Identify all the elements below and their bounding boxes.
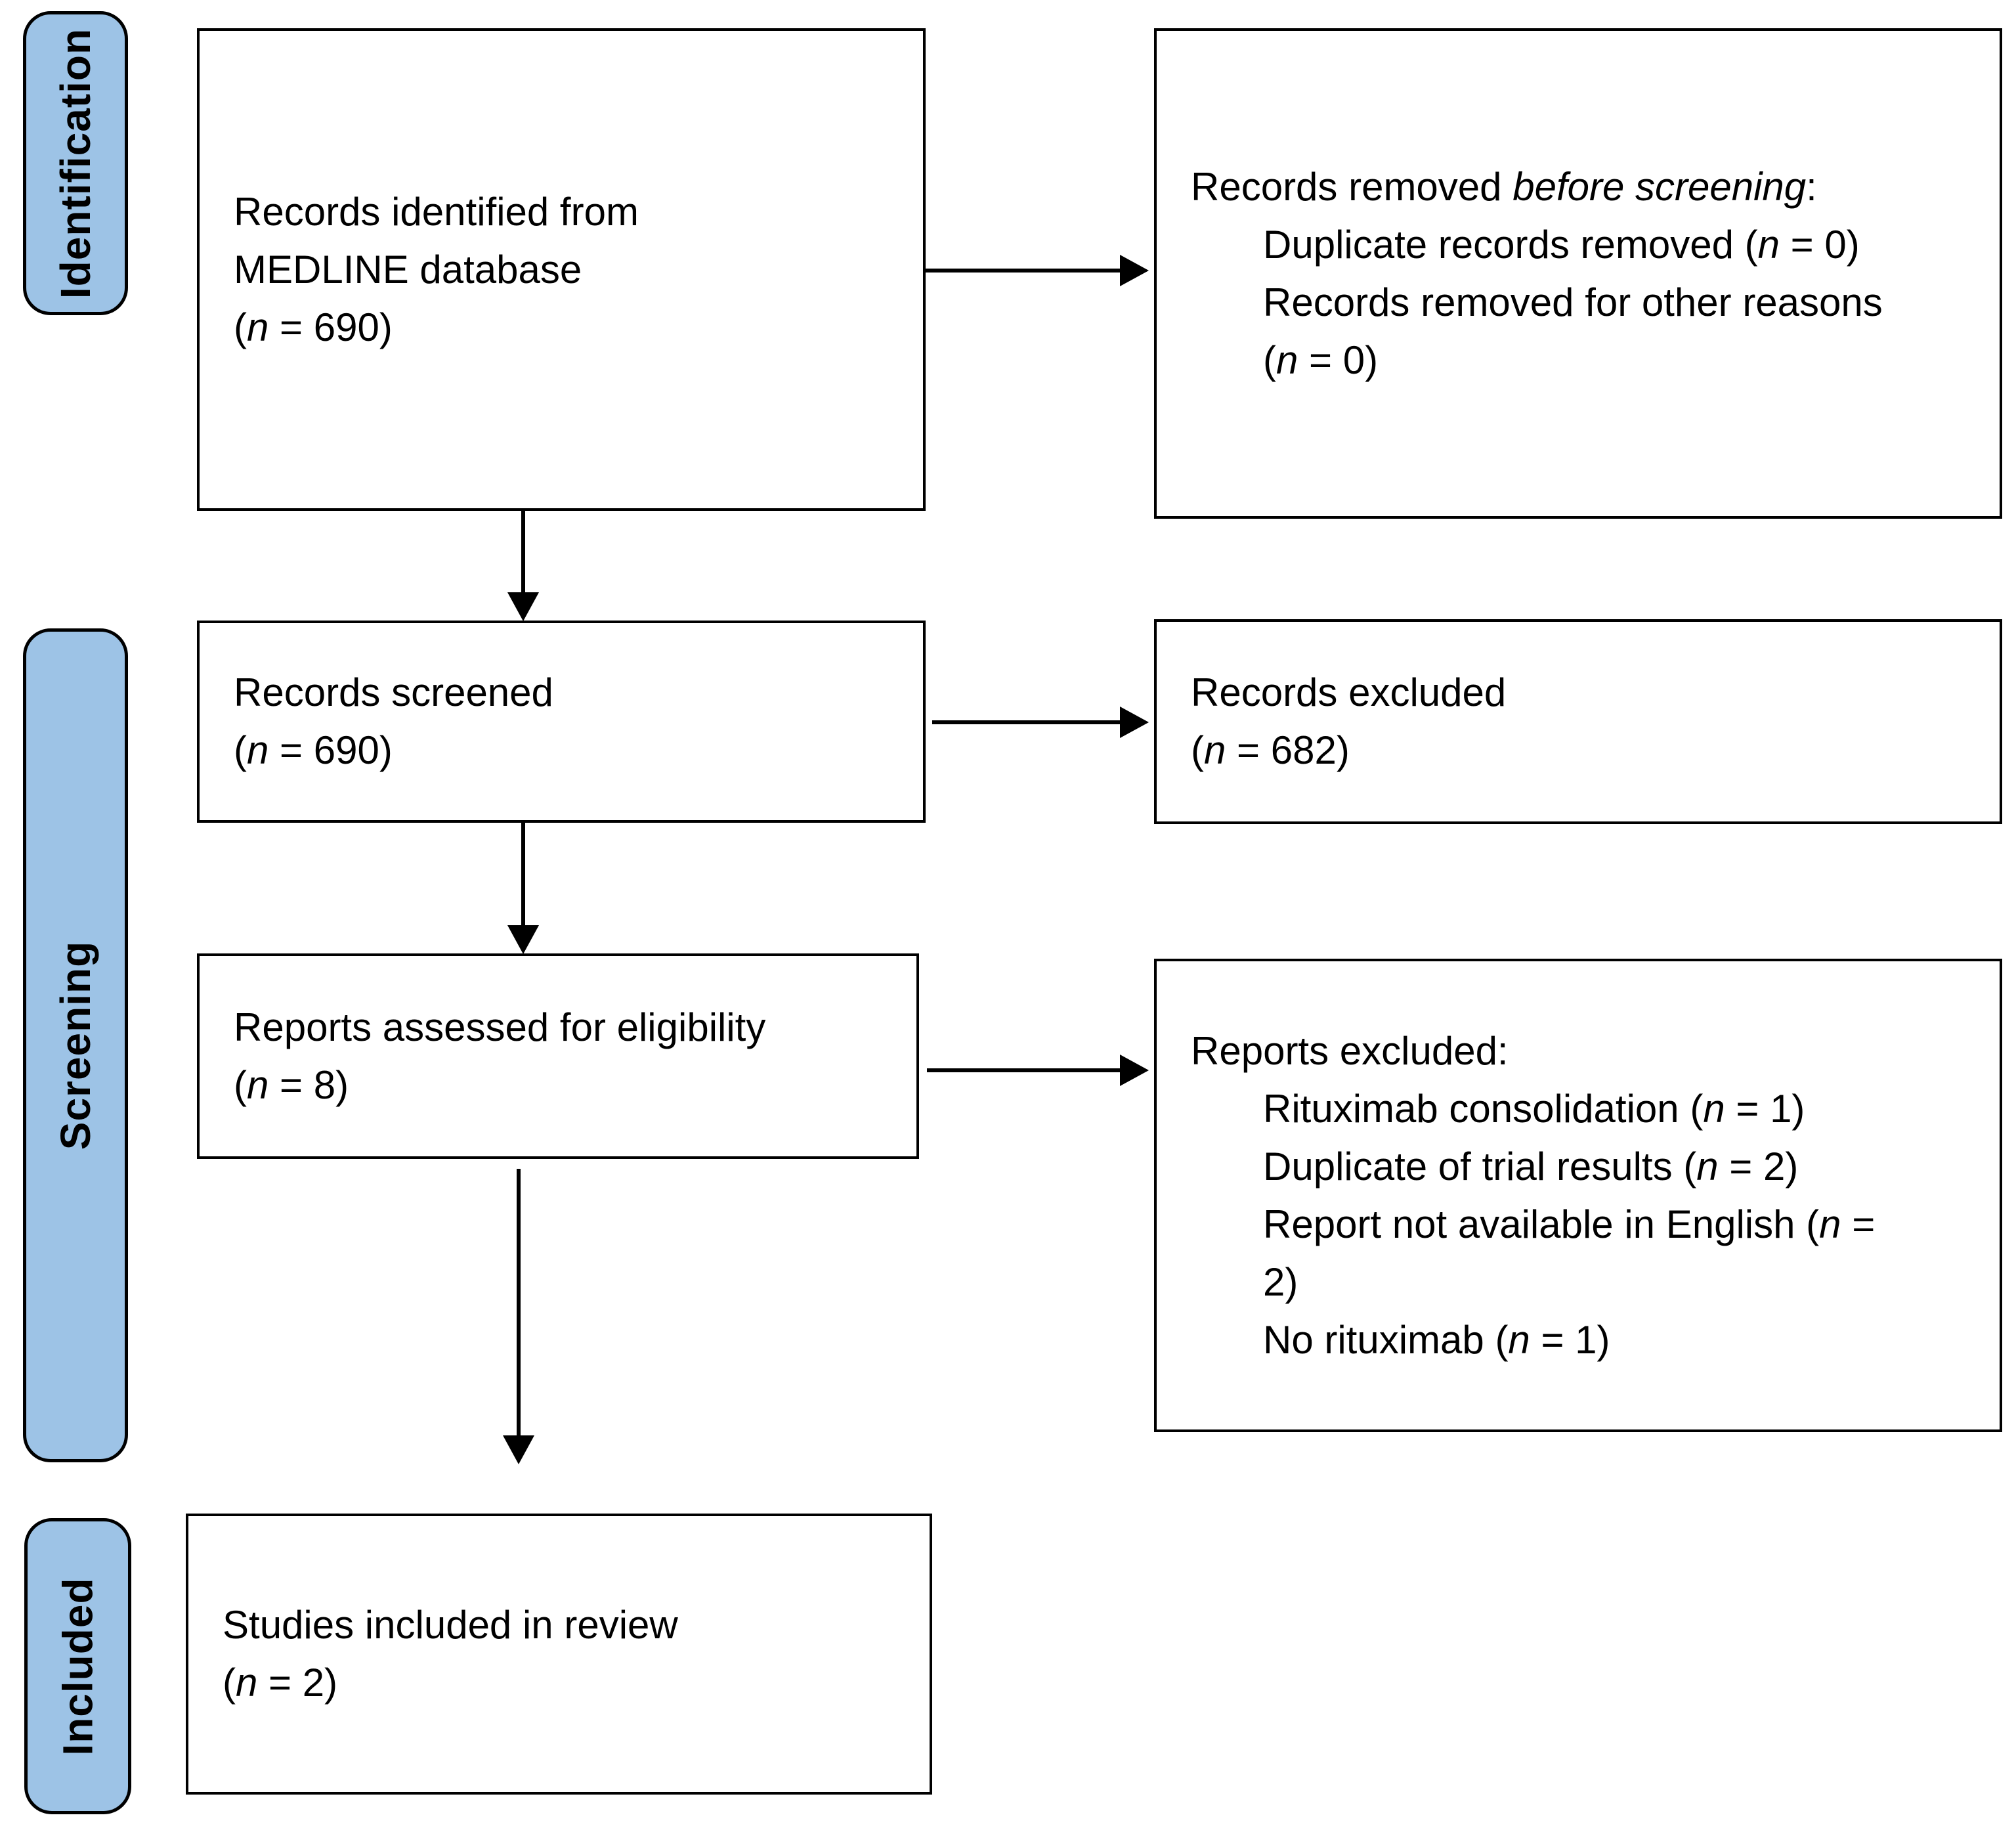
text-segment: No rituximab (	[1263, 1317, 1509, 1362]
text-segment: = 0)	[1298, 338, 1379, 382]
stage-label-screening-text: Screening	[52, 940, 99, 1150]
text-line: 2)	[1191, 1254, 1973, 1311]
stage-label-identification: Identification	[23, 11, 128, 315]
arrowhead-down-icon	[507, 925, 539, 954]
italic-text-segment: n	[1757, 222, 1780, 267]
text-segment: = 2)	[1718, 1144, 1799, 1189]
arrow-identified-to-screened	[521, 511, 525, 594]
text-segment: :	[1806, 164, 1817, 209]
text-segment: = 682)	[1226, 728, 1350, 772]
text-segment: Duplicate records removed (	[1263, 222, 1758, 267]
text-segment: 2)	[1263, 1259, 1298, 1304]
text-line: Reports assessed for eligibility	[234, 999, 890, 1057]
italic-text-segment: n	[1696, 1144, 1719, 1189]
text-segment: = 8)	[268, 1062, 349, 1107]
italic-text-segment: n	[1203, 728, 1226, 772]
text-segment: Reports excluded:	[1191, 1028, 1509, 1073]
text-line: Duplicate of trial results (n = 2)	[1191, 1138, 1973, 1196]
text-segment: Records removed	[1191, 164, 1513, 209]
text-segment: (	[223, 1661, 236, 1705]
text-line: Records removed before screening:	[1191, 158, 1973, 216]
text-line: Records excluded	[1191, 664, 1973, 722]
italic-text-segment: n	[246, 305, 269, 349]
text-segment: = 2)	[257, 1661, 338, 1705]
text-segment: Records screened	[234, 670, 553, 714]
arrow-assessed-to-included	[517, 1169, 521, 1437]
text-segment: Records removed for other reasons	[1263, 280, 1883, 324]
arrowhead-right-icon	[1120, 707, 1149, 738]
box-records-screened: Records screened (n = 690)	[197, 621, 926, 823]
text-line: No rituximab (n = 1)	[1191, 1311, 1973, 1369]
text-segment: Records identified from	[234, 189, 639, 234]
text-line: MEDLINE database	[234, 241, 897, 299]
arrowhead-right-icon	[1120, 1055, 1149, 1086]
text-segment: (	[1191, 728, 1204, 772]
text-segment: = 1)	[1725, 1086, 1805, 1131]
italic-text-segment: n	[235, 1661, 258, 1705]
stage-label-screening: Screening	[23, 628, 128, 1462]
italic-text-segment: before screening	[1512, 164, 1807, 209]
text-segment: = 690)	[268, 728, 393, 772]
arrowhead-down-icon	[503, 1435, 534, 1464]
italic-text-segment: n	[246, 728, 269, 772]
text-line: (n = 690)	[234, 299, 897, 357]
text-line: (n = 690)	[234, 722, 897, 779]
italic-text-segment: n	[1819, 1202, 1841, 1246]
text-line: (n = 8)	[234, 1057, 890, 1114]
text-segment: (	[234, 1062, 247, 1107]
stage-label-included: Included	[24, 1518, 131, 1814]
text-line: Reports excluded:	[1191, 1022, 1973, 1080]
text-segment: Rituximab consolidation (	[1263, 1086, 1704, 1131]
box-reports-assessed: Reports assessed for eligibility (n = 8)	[197, 953, 919, 1159]
arrow-assessed-to-reports-excluded	[927, 1068, 1121, 1072]
box-reports-excluded: Reports excluded: Rituximab consolidation…	[1154, 959, 2002, 1432]
text-segment: Reports assessed for eligibility	[234, 1005, 766, 1049]
stage-label-identification-text: Identification	[52, 28, 99, 299]
text-line: Report not available in English (n =	[1191, 1196, 1973, 1254]
box-records-excluded: Records excluded (n = 682)	[1154, 619, 2002, 824]
italic-text-segment: n	[1703, 1086, 1725, 1131]
stage-label-included-text: Included	[54, 1577, 102, 1756]
italic-text-segment: n	[1276, 338, 1298, 382]
text-line: (n = 2)	[223, 1654, 903, 1712]
italic-text-segment: n	[246, 1062, 269, 1107]
text-line: Records identified from	[234, 183, 897, 241]
text-segment: Report not available in English (	[1263, 1202, 1820, 1246]
text-segment: (	[234, 305, 247, 349]
text-segment: = 690)	[268, 305, 393, 349]
text-line: (n = 0)	[1191, 332, 1973, 389]
text-line: (n = 682)	[1191, 722, 1973, 779]
arrowhead-down-icon	[507, 592, 539, 621]
text-line: Duplicate records removed (n = 0)	[1191, 216, 1973, 274]
text-segment: = 0)	[1780, 222, 1860, 267]
box-records-removed-before-screening: Records removed before screening:Duplica…	[1154, 28, 2002, 519]
text-segment: = 1)	[1530, 1317, 1610, 1362]
text-segment: Records excluded	[1191, 670, 1507, 714]
text-segment: =	[1841, 1202, 1876, 1246]
text-segment: MEDLINE database	[234, 247, 582, 292]
text-segment: (	[1263, 338, 1276, 382]
text-line: Rituximab consolidation (n = 1)	[1191, 1080, 1973, 1138]
arrow-identified-to-removed	[924, 269, 1121, 273]
text-line: Records removed for other reasons	[1191, 274, 1973, 332]
text-line: Records screened	[234, 664, 897, 722]
text-line: Studies included in review	[223, 1596, 903, 1654]
box-studies-included: Studies included in review (n = 2)	[186, 1514, 932, 1795]
arrow-screened-to-assessed	[521, 823, 525, 927]
italic-text-segment: n	[1508, 1317, 1530, 1362]
text-segment: (	[234, 728, 247, 772]
text-segment: Studies included in review	[223, 1603, 678, 1647]
text-segment: Duplicate of trial results (	[1263, 1144, 1697, 1189]
arrowhead-right-icon	[1120, 255, 1149, 286]
arrow-screened-to-excluded	[932, 720, 1121, 724]
